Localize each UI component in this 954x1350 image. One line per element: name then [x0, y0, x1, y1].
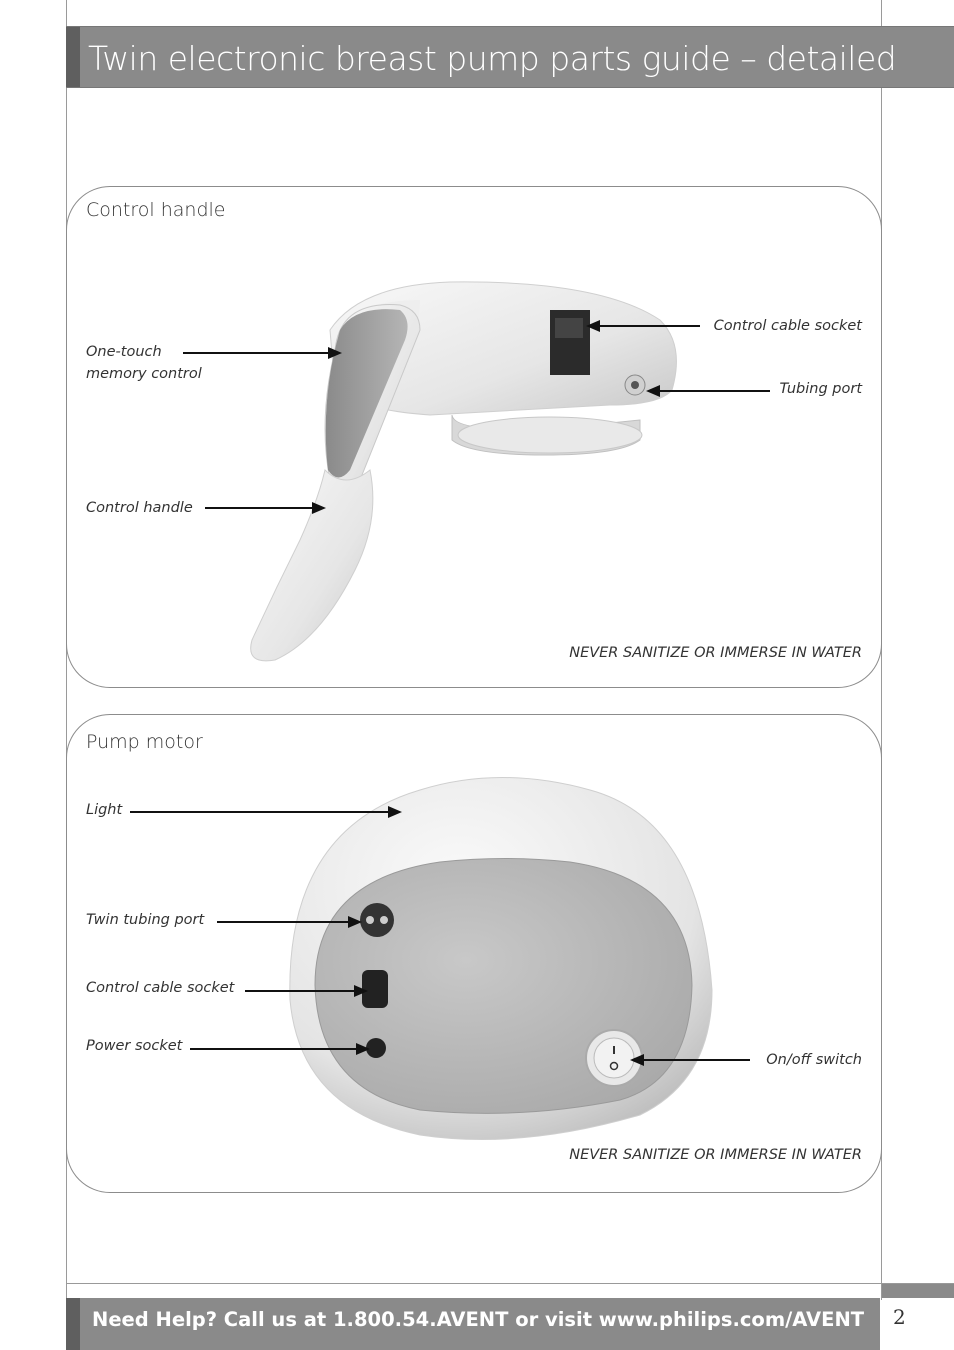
page-number: 2: [893, 1305, 906, 1329]
control-handle-panel: [66, 186, 882, 688]
label-on-off-switch: On/off switch: [766, 1052, 862, 1068]
footer-rule: [66, 1283, 954, 1284]
label-one-touch-line1: One-touch: [86, 344, 162, 360]
footer-accent: [66, 1298, 80, 1350]
label-one-touch-line2: memory control: [86, 366, 202, 382]
control-handle-device: [250, 281, 677, 662]
title-accent: [66, 27, 80, 87]
label-control-handle: Control handle: [86, 500, 193, 516]
warning-motor: NEVER SANITIZE OR IMMERSE IN WATER: [569, 1147, 862, 1163]
page-title: Twin electronic breast pump parts guide …: [88, 39, 897, 78]
title-bar: Twin electronic breast pump parts guide …: [66, 26, 954, 88]
pump-motor-heading: Pump motor: [86, 731, 203, 753]
footer-help-text: Need Help? Call us at 1.800.54.AVENT or …: [92, 1308, 865, 1331]
label-tubing-port: Tubing port: [779, 381, 862, 397]
label-power-socket: Power socket: [86, 1038, 183, 1054]
label-control-cable-socket: Control cable socket: [713, 318, 862, 334]
label-twin-tubing-port: Twin tubing port: [86, 912, 205, 928]
footer-corner-block: [882, 1284, 954, 1298]
pump-motor-device: [289, 777, 713, 1140]
footer-bar: Need Help? Call us at 1.800.54.AVENT or …: [66, 1298, 880, 1350]
control-handle-heading: Control handle: [86, 199, 226, 221]
label-motor-control-cable-socket: Control cable socket: [86, 980, 235, 996]
left-margin-rule: [66, 0, 67, 1350]
label-light: Light: [86, 802, 123, 818]
warning-handle: NEVER SANITIZE OR IMMERSE IN WATER: [569, 645, 862, 661]
